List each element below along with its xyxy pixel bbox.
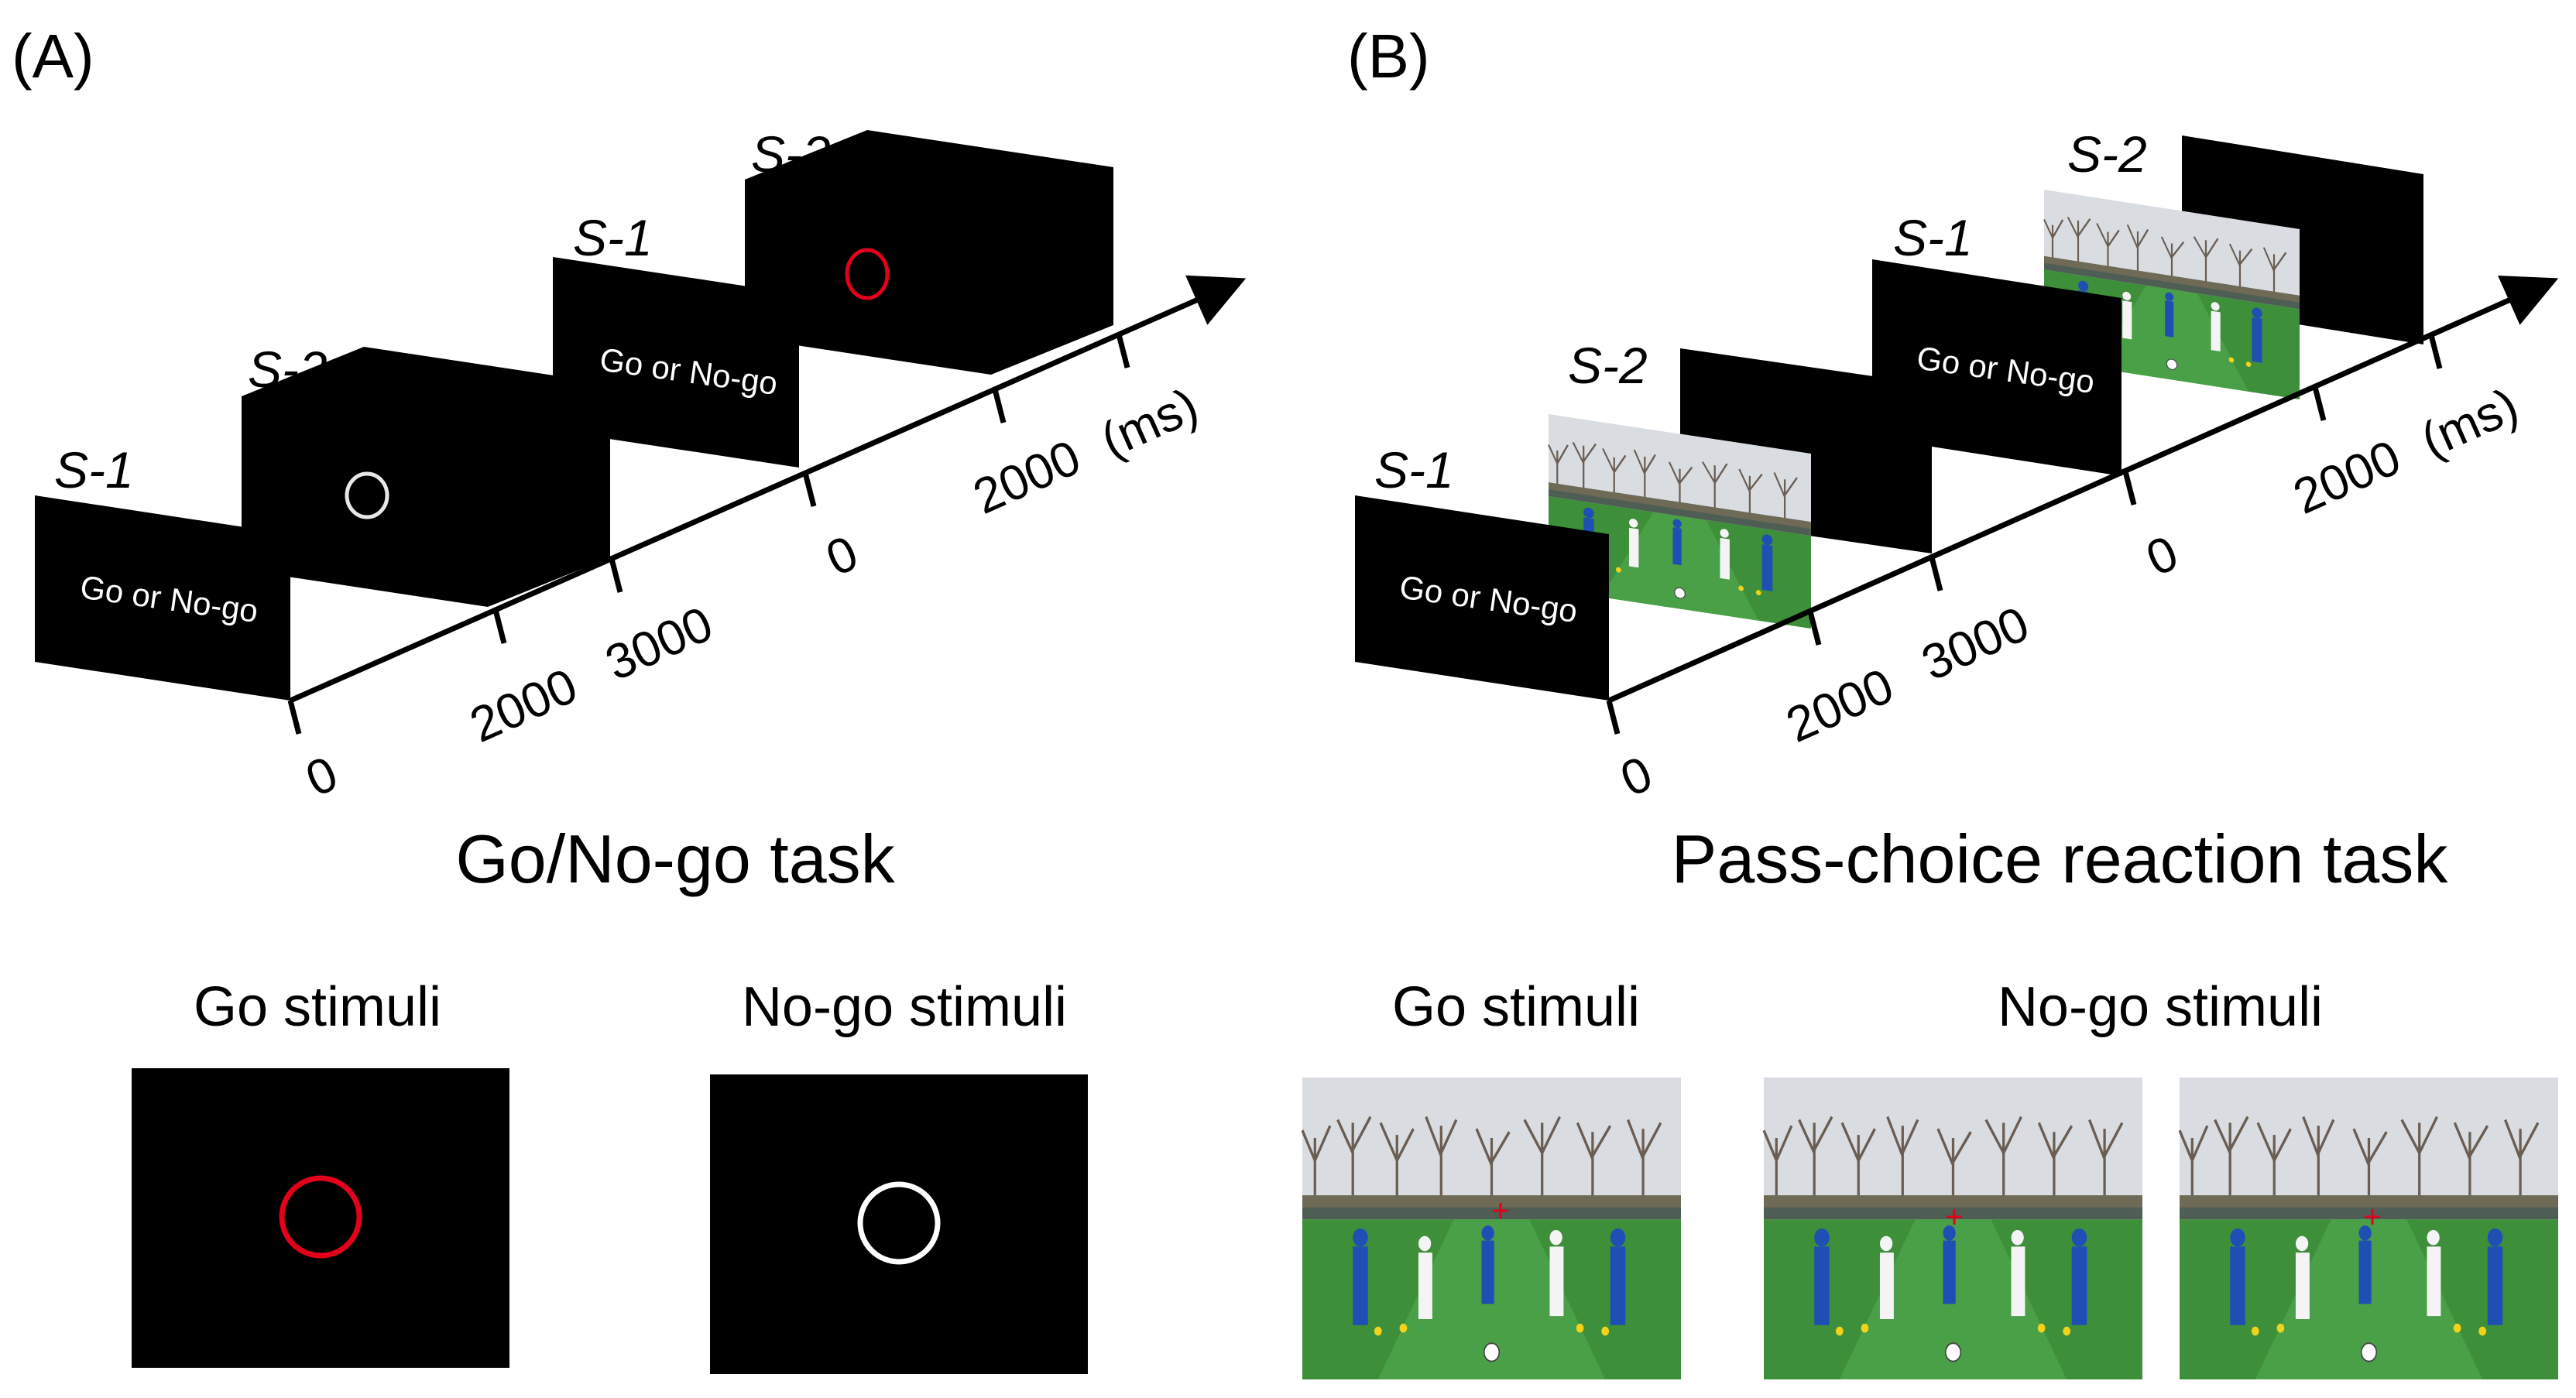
- fixation-cross-icon: [1493, 1203, 1508, 1218]
- panel-a-nogo-title: No-go stimuli: [742, 976, 1067, 1038]
- panel-b-frame-1: Go or No-go S-1: [1355, 441, 1609, 701]
- panel-b-tick-2000: 2000: [1778, 657, 1901, 753]
- panel-b-frame-3-seq: S-1: [1893, 209, 1973, 266]
- nogo-white-circle-icon: [857, 1181, 941, 1265]
- panel-a-ticks: [287, 334, 1130, 735]
- panel-a-go-stimulus: [132, 1068, 509, 1368]
- panel-b-nogo-title: No-go stimuli: [1998, 976, 2323, 1038]
- panel-b-frame-4-seq: S-2: [2067, 125, 2147, 183]
- panel-b-tick-0b: 0: [2138, 525, 2186, 587]
- panel-a-frame-2-seq: S-2: [248, 341, 328, 398]
- panel-a-frame-4-seq: S-2: [751, 125, 831, 183]
- panel-a: (A) S-2 Go or No-go S-1 S-2 Go or No-go …: [12, 22, 1247, 1374]
- panel-b-frame-3: Go or No-go S-1: [1872, 209, 2122, 476]
- panel-a-time-axis: [289, 275, 1247, 704]
- panel-a-frame-4: S-2: [745, 125, 1113, 375]
- panel-a-frame-3-seq: S-1: [573, 209, 653, 266]
- panel-b-frame-1-seq: S-1: [1374, 441, 1454, 499]
- panel-b-frame-2: S-2: [1547, 337, 1932, 630]
- panel-b-label: (B): [1347, 22, 1430, 91]
- panel-a-frame-1-seq: S-1: [54, 441, 134, 499]
- panel-b-ticks: [1606, 334, 2443, 735]
- panel-b-go-stimulus-photo: [1301, 1076, 1682, 1381]
- panel-a-frame-3: Go or No-go S-1: [553, 209, 799, 468]
- panel-a-nogo-stimulus: [710, 1074, 1088, 1374]
- panel-a-frame-1: Go or No-go S-1: [35, 441, 290, 701]
- panel-b-title: Pass-choice reaction task: [1672, 821, 2449, 897]
- red-circle-icon: [845, 248, 890, 300]
- panel-a-frame-2: S-2: [242, 341, 610, 607]
- panel-b-nogo-stimulus-photo-2: [2178, 1076, 2560, 1381]
- white-circle-icon: [345, 471, 389, 519]
- panel-a-tick-2000b: 2000: [965, 429, 1088, 525]
- fixation-cross-icon: [2365, 1209, 2380, 1225]
- go-red-circle-icon: [279, 1175, 362, 1259]
- panel-a-tick-0: 0: [297, 745, 345, 807]
- panel-a-tick-2000: 2000: [461, 657, 585, 753]
- panel-b: (B) S-2 Go or No-go S-1 S-2 Go or No-go …: [1301, 22, 2560, 1381]
- panel-a-label: (A): [12, 22, 94, 91]
- panel-a-title: Go/No-go task: [455, 821, 895, 897]
- panel-a-go-title: Go stimuli: [194, 976, 441, 1038]
- panel-a-tick-0b: 0: [818, 525, 866, 587]
- panel-b-time-axis: [1607, 275, 2559, 704]
- panel-a-tick-3000: 3000: [597, 595, 720, 691]
- panel-b-unit: (ms): [2413, 377, 2526, 468]
- panel-b-go-title: Go stimuli: [1392, 976, 1640, 1038]
- fixation-cross-icon: [1947, 1209, 1962, 1225]
- panel-b-frame-2-seq: S-2: [1568, 337, 1648, 394]
- panel-b-tick-0: 0: [1612, 745, 1660, 807]
- panel-b-tick-3000: 3000: [1913, 595, 2036, 691]
- panel-a-unit: (ms): [1092, 377, 1206, 468]
- panel-b-tick-2000b: 2000: [2285, 429, 2408, 525]
- panel-b-nogo-stimulus-photo-1: [1762, 1076, 2144, 1381]
